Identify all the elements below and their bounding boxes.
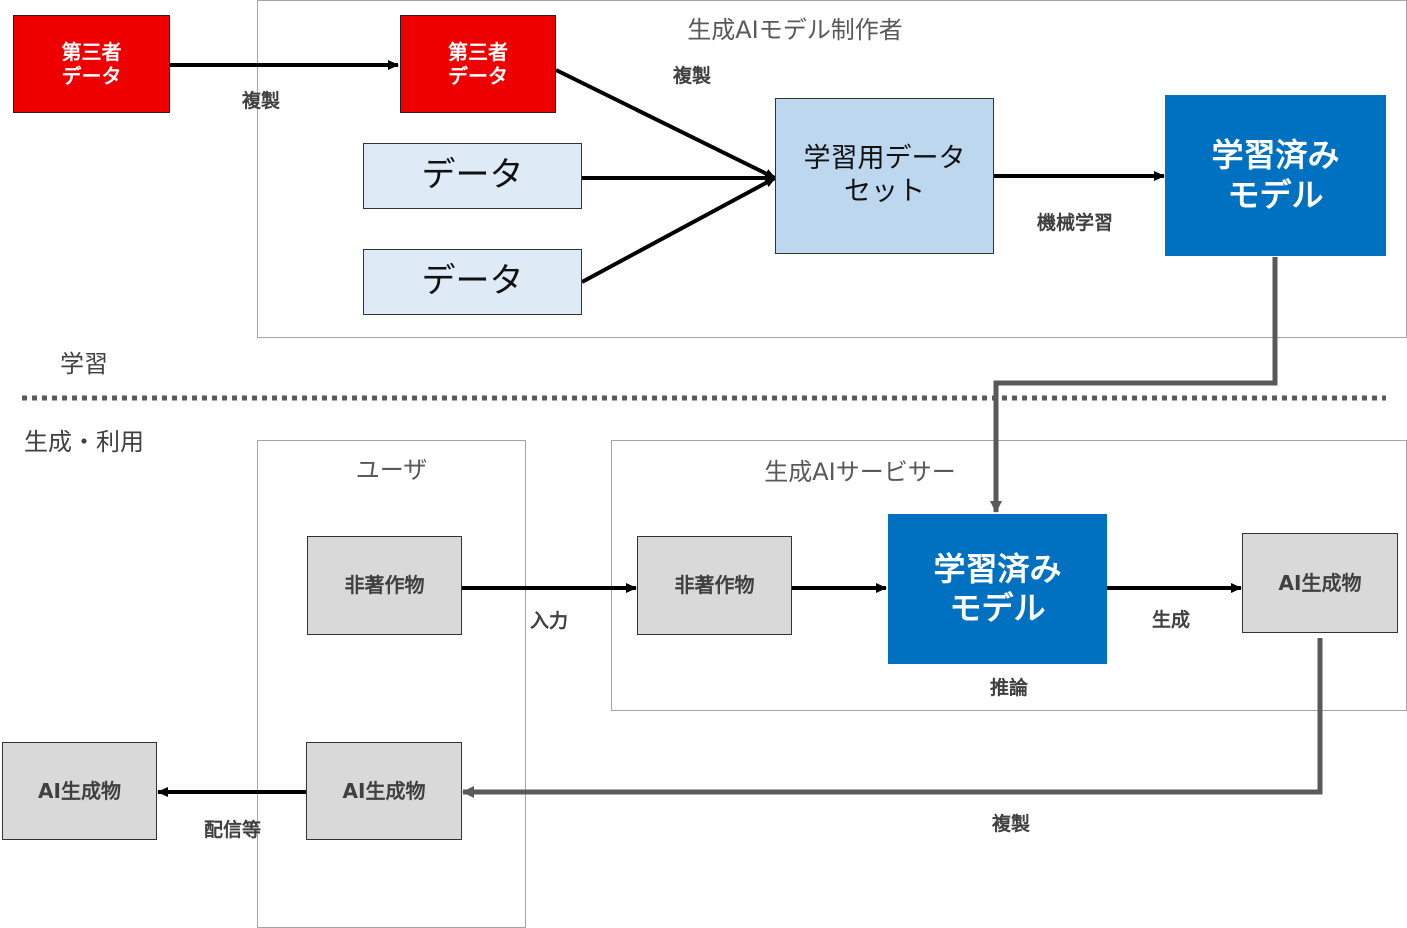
distributed-ai-output: AI生成物 (2, 742, 157, 840)
service-provider-title: 生成AIサービサー (764, 458, 956, 486)
trained-model-service: 学習済み モデル (888, 514, 1107, 664)
model-creator-title: 生成AIモデル制作者 (687, 16, 903, 44)
label-distribution: 配信等 (204, 819, 262, 841)
user-non-copyright-work: 非著作物 (307, 536, 462, 635)
label-generate: 生成 (1152, 609, 1191, 631)
label-inference: 推論 (990, 677, 1029, 699)
service-non-copyright-work: 非著作物 (637, 536, 792, 635)
section-label-generation: 生成・利用 (24, 428, 144, 456)
label-copy-bottom: 複製 (992, 813, 1031, 835)
user-title: ユーザ (355, 456, 428, 484)
third-party-data-copy: 第三者 データ (400, 15, 556, 113)
arrow-third-party-to-dataset (555, 68, 776, 180)
service-ai-output: AI生成物 (1242, 533, 1398, 633)
arrow-copy-output (462, 638, 1323, 798)
data-box-2: データ (363, 249, 582, 315)
training-dataset: 学習用データ セット (775, 98, 994, 254)
section-label-learning: 学習 (60, 350, 108, 378)
arrow-data2-to-dataset (581, 176, 776, 284)
trained-model-top: 学習済み モデル (1165, 95, 1386, 256)
label-machine-learning: 機械学習 (1037, 212, 1114, 234)
arrow-model-handoff (990, 257, 1278, 513)
data-box-1: データ (363, 143, 582, 209)
label-input: 入力 (530, 610, 569, 632)
third-party-data-source: 第三者 データ (13, 15, 170, 113)
label-copy-top-left: 複製 (242, 90, 281, 112)
user-ai-output: AI生成物 (306, 742, 462, 840)
label-copy-top-right: 複製 (673, 65, 712, 87)
